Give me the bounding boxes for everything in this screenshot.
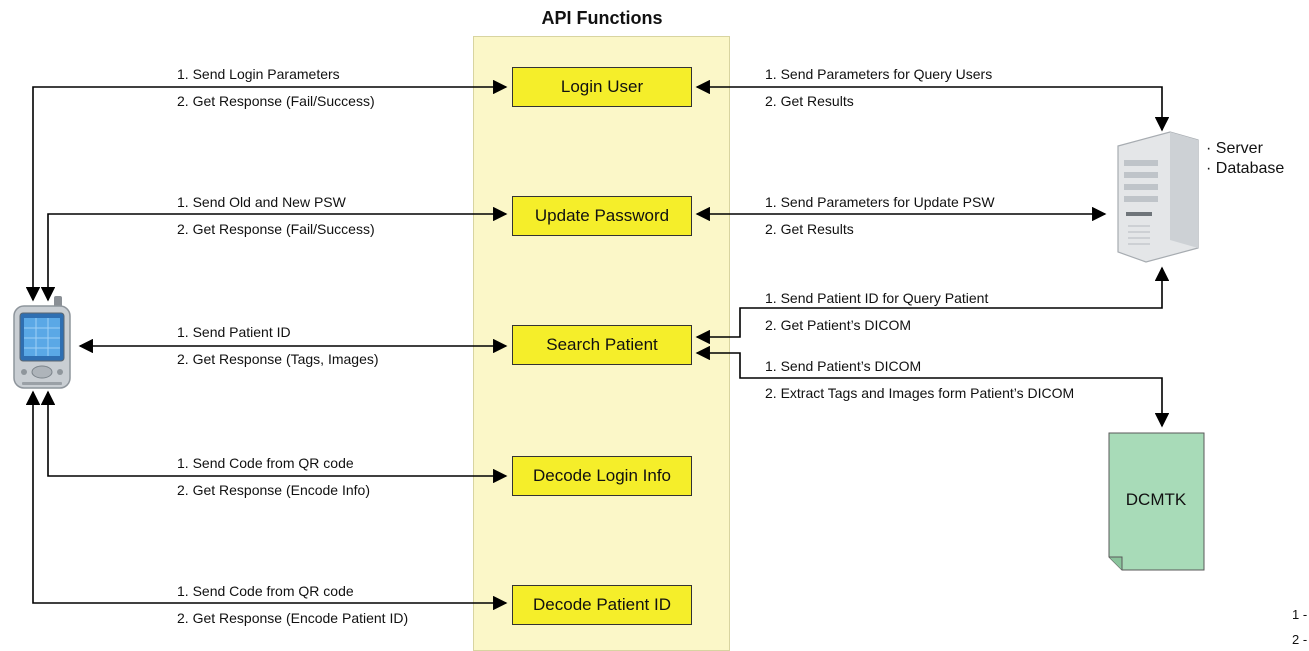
edge-search-dcmtk bbox=[695, 345, 1170, 428]
label-login-send: 1. Send Login Parameters bbox=[177, 66, 340, 82]
diagram-title: API Functions bbox=[541, 8, 663, 28]
server-label: · Server bbox=[1206, 140, 1263, 157]
label-login-response: 2. Get Response (Fail/Success) bbox=[177, 93, 375, 109]
dcmtk-label: DCMTK bbox=[1125, 490, 1187, 509]
database-label: · Database bbox=[1206, 160, 1285, 177]
edge-phone-decode-patient bbox=[25, 390, 508, 611]
label-decode-patient-send: 1. Send Code from QR code bbox=[177, 583, 354, 599]
mobile-device-icon bbox=[13, 296, 71, 389]
label-get-dicom: 2. Get Patient’s DICOM bbox=[765, 317, 912, 333]
edge-phone-login bbox=[25, 79, 508, 302]
label-update-response: 2. Get Response (Fail/Success) bbox=[177, 221, 375, 237]
edge-mark-2: 2 - bbox=[1292, 632, 1308, 647]
label-search-response: 2. Get Response (Tags, Images) bbox=[177, 351, 379, 367]
server-icon bbox=[1117, 131, 1199, 263]
label-search-send: 1. Send Patient ID bbox=[177, 324, 291, 340]
label-decode-login-response: 2. Get Response (Encode Info) bbox=[177, 482, 370, 498]
label-decode-patient-response: 2. Get Response (Encode Patient ID) bbox=[177, 610, 409, 626]
decode-patient-id-box[interactable]: Decode Patient ID bbox=[512, 585, 692, 625]
label-extract-tags: 2. Extract Tags and Images form Patient’… bbox=[765, 385, 1075, 401]
login-user-box[interactable]: Login User bbox=[512, 67, 692, 107]
label-send-dicom: 1. Send Patient’s DICOM bbox=[765, 358, 922, 374]
update-password-box[interactable]: Update Password bbox=[512, 196, 692, 236]
label-query-users: 1. Send Parameters for Query Users bbox=[765, 66, 993, 82]
label-update-psw: 1. Send Parameters for Update PSW bbox=[765, 194, 995, 210]
search-patient-box[interactable]: Search Patient bbox=[512, 325, 692, 365]
label-login-results: 2. Get Results bbox=[765, 93, 854, 109]
label-update-results: 2. Get Results bbox=[765, 221, 854, 237]
edge-mark-1: 1 - bbox=[1292, 607, 1308, 622]
label-query-patient: 1. Send Patient ID for Query Patient bbox=[765, 290, 989, 306]
edge-login-server bbox=[695, 79, 1170, 132]
decode-login-info-box[interactable]: Decode Login Info bbox=[512, 456, 692, 496]
edge-phone-update bbox=[40, 206, 508, 302]
label-update-send: 1. Send Old and New PSW bbox=[177, 194, 346, 210]
dcmtk-document-shape bbox=[1108, 432, 1205, 571]
edge-search-server bbox=[695, 266, 1170, 345]
label-decode-login-send: 1. Send Code from QR code bbox=[177, 455, 354, 471]
